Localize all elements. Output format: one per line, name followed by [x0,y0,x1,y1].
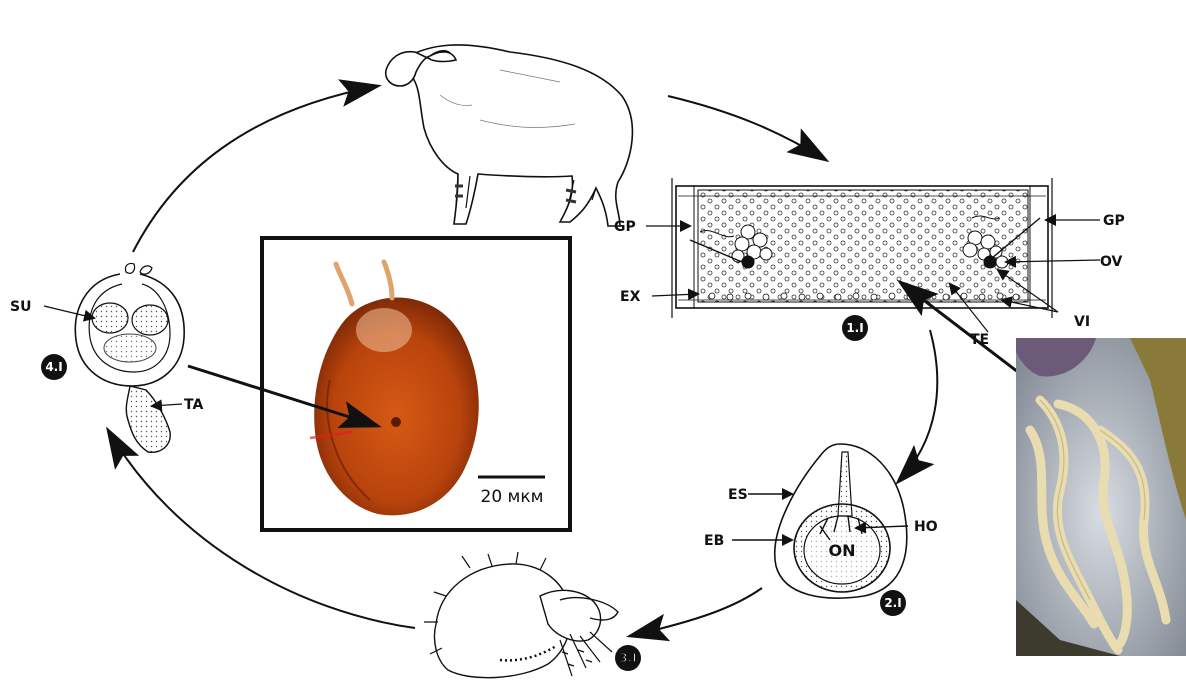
label-ov: OV [1100,254,1123,270]
label-te: TE [970,332,989,348]
arrow-egg-to-mite [630,588,762,636]
arrow-sheep-to-segment [668,96,826,160]
tapeworm-photo [1016,338,1186,656]
label-gp-right: GP [1103,213,1125,229]
stage-badge-4-label: 4.I [45,360,62,374]
arrow-oncosphere-to-sheep [133,86,378,252]
stage-badge-4: 4.I [41,354,67,380]
oncosphere-illustration: SU TA 4.I [10,263,203,452]
label-ta: TA [184,397,203,413]
stage-badge-2: 2.I [880,590,906,616]
label-vi: VI [1074,314,1090,330]
stage-badge-3: 3.I [615,645,641,671]
micrograph-panel: 20 мкм [262,238,570,530]
stage-badge-2-label: 2.I [884,596,901,610]
sheep-illustration [386,45,633,226]
label-su: SU [10,299,31,315]
scale-label: 20 мкм [481,487,544,507]
label-ex: EX [620,289,641,305]
stage-badge-3-label: 3.I [619,651,636,665]
label-gp-left: GP [614,219,636,235]
stage-badge-1: 1.I [842,315,868,341]
egg-illustration: ES EB HO ON 2.I [704,444,938,616]
arrow-segment-to-egg [898,330,937,482]
label-ho: HO [914,519,938,535]
stage-badge-1-label: 1.I [846,321,863,335]
label-on: ON [829,541,856,560]
label-es: ES [728,487,748,503]
label-eb: EB [704,533,724,549]
mite-illustration: 3.I [424,552,641,678]
